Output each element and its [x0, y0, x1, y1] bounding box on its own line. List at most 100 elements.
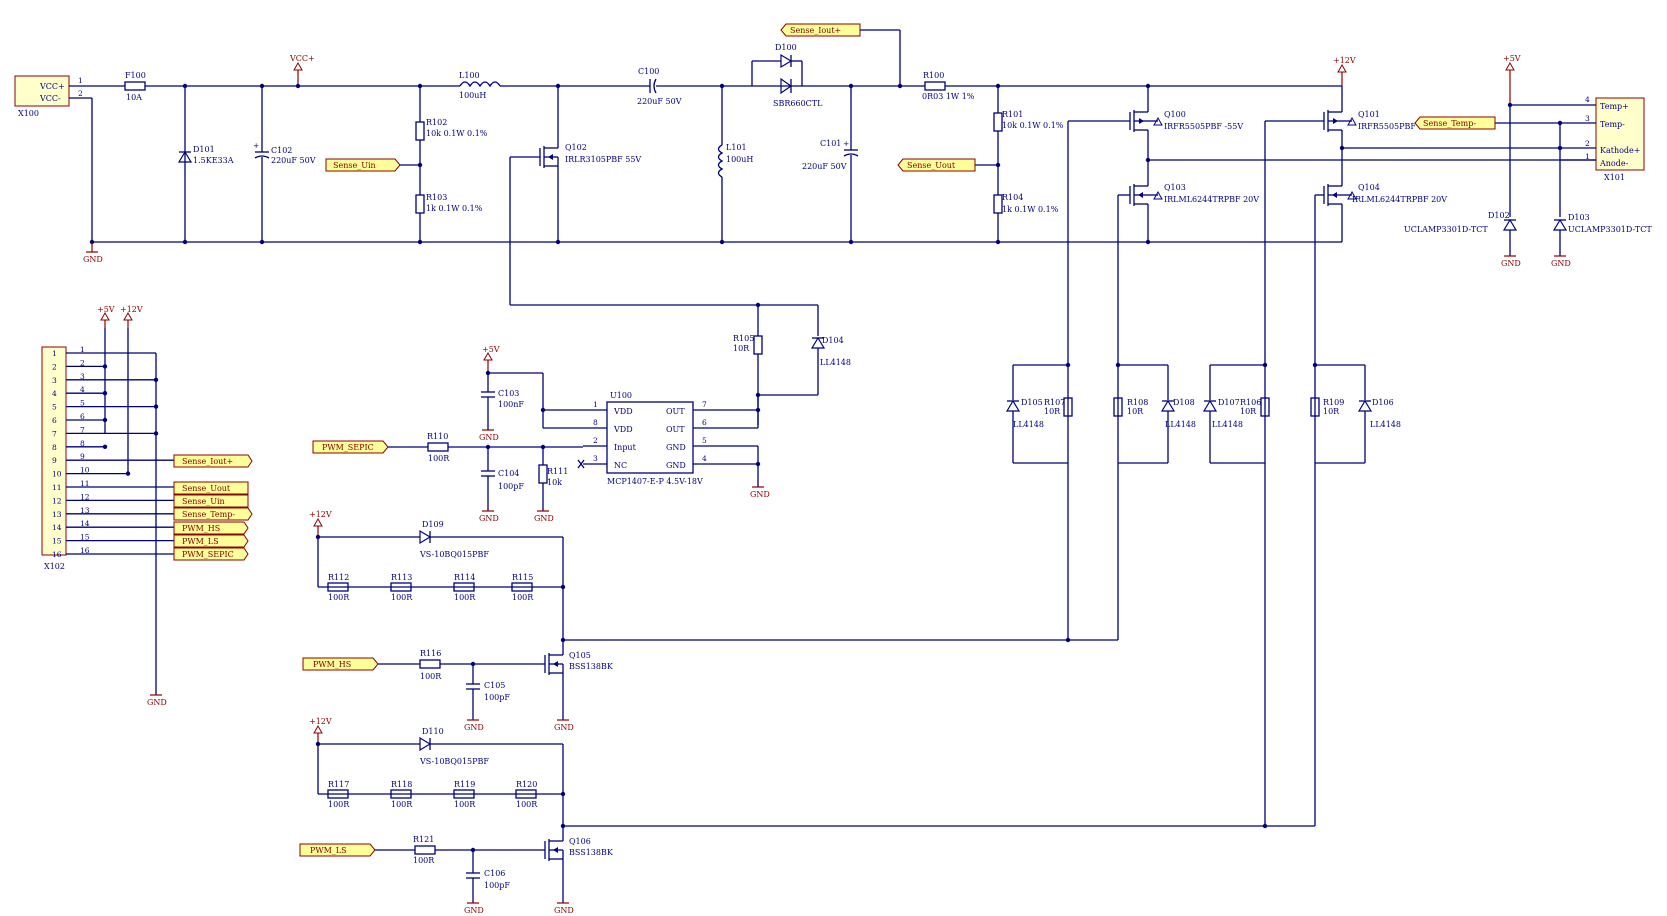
resistor-r109: R109 10R: [1310, 397, 1344, 417]
r114-ref: R114: [454, 573, 475, 582]
p12v-symbol-hs: +12V: [309, 510, 332, 537]
p12v-label-ls: +12V: [309, 717, 332, 726]
x102-pin-right-num: 15: [80, 533, 90, 542]
x102-pin-left-num: 8: [52, 443, 57, 452]
x102-pin-right-num: 6: [80, 412, 85, 421]
gnd-symbol-d103: GND: [1551, 255, 1571, 268]
resistor-r103: R103 1k 0.1W 0.1%: [415, 193, 483, 214]
x102-pin-left-num: 7: [52, 429, 57, 438]
r118-ref: R118: [391, 780, 412, 789]
x100-pin2-name: VCC-: [39, 94, 61, 103]
port-sense-uin: Sense_Uin: [325, 158, 401, 172]
q105-value: BSS138BK: [569, 662, 614, 671]
x100-pin1-num: 1: [78, 76, 83, 85]
port-pwm-ls: PWM_LS: [299, 843, 376, 857]
x102-pin-left-num: 2: [52, 362, 57, 371]
r100-ref: R100: [923, 71, 944, 80]
pwm-sepic-x102-text: PWM_SEPIC: [182, 550, 234, 559]
r102-value: 10k 0.1W 0.1%: [426, 129, 488, 138]
p12v-symbol-top: +12V: [1333, 56, 1356, 86]
x102-pin-left-num: 14: [52, 523, 62, 532]
d110-ref: D110: [422, 727, 444, 736]
c100-ref: C100: [638, 67, 659, 76]
resistor-r120: R120 100R: [515, 780, 538, 809]
r105-value: 10R: [733, 344, 750, 353]
gnd-label-q106: GND: [554, 906, 574, 915]
gnd-label-d102: GND: [1501, 259, 1521, 268]
d106-value: LL4148: [1370, 420, 1401, 429]
sense-uin-text: Sense_Uin: [333, 161, 376, 170]
x102-pin-left-num: 12: [52, 496, 62, 505]
gnd-symbol-q105: GND: [554, 719, 574, 732]
r115-ref: R115: [512, 573, 533, 582]
tvs-diode-d103: D103 UCLAMP3301D-TCT: [1552, 213, 1652, 234]
r104-ref: R104: [1002, 193, 1023, 202]
q104-ref: Q104: [1358, 183, 1380, 192]
svg-text:+: +: [253, 141, 259, 150]
resistor-r119: R119 100R: [453, 780, 476, 809]
u100-num-8: 8: [593, 418, 598, 427]
q105-ref: Q105: [569, 651, 591, 660]
q102-value: IRLR3105PBF 55V: [565, 155, 641, 164]
d105-ref: D105: [1021, 398, 1043, 407]
q101-ref: Q101: [1358, 110, 1380, 119]
d110-value: VS-10BQ015PBF: [419, 757, 489, 766]
x101-pin1-name: Anode-: [1599, 159, 1629, 168]
diode-d108: D108 LL4148: [1160, 398, 1196, 429]
r112-ref: R112: [328, 573, 349, 582]
r108-ref: R108: [1127, 398, 1148, 407]
diode-d107: D107 LL4148: [1202, 398, 1243, 429]
sense-temp-top-text: Sense_Temp-: [1423, 119, 1476, 128]
x102-junction-dot: [102, 444, 108, 449]
mosfet-q106: Q106 BSS138BK: [544, 837, 614, 903]
d102-ref: D102: [1488, 211, 1510, 220]
q103-value: IRLML6244TRPBF 20V: [1164, 195, 1259, 204]
capacitor-c100: C100 220uF 50V: [637, 67, 682, 106]
p12v-label-top: +12V: [1333, 56, 1356, 65]
gnd-label-c104: GND: [479, 514, 499, 523]
c100-value: 220uF 50V: [637, 97, 682, 106]
r108-value: 10R: [1127, 407, 1144, 416]
c105-value: 100pF: [484, 693, 510, 702]
x102-pin-right-num: 14: [80, 519, 90, 528]
d104-ref: D104: [822, 336, 844, 345]
u100-ref: U100: [610, 391, 632, 400]
port-sense-uout-x102: Sense_Uout: [173, 481, 249, 495]
p12v-symbol-x102: +12V: [120, 305, 143, 328]
r121-ref: R121: [413, 835, 434, 844]
gnd-symbol-c105: GND: [464, 719, 484, 732]
p5v-symbol-u100: +5V: [482, 345, 500, 373]
c103-ref: C103: [498, 389, 519, 398]
r103-ref: R103: [426, 193, 447, 202]
x102-pin-left-num: 10: [52, 470, 62, 479]
r118-value: 100R: [391, 800, 413, 809]
f100-ref: F100: [125, 71, 146, 80]
x102-pin-left-num: 4: [52, 389, 57, 398]
r106-ref: R106: [1240, 398, 1261, 407]
mosfet-q103: Q103 IRLML6244TRPBF 20V: [1129, 183, 1259, 206]
x101-pin3-name: Temp-: [1600, 120, 1625, 129]
x100-pin1-name: VCC+: [39, 82, 65, 91]
q100-value: IRFR5505PBF -55V: [1164, 122, 1243, 131]
x102-pin-right-num: 3: [80, 372, 85, 381]
resistor-r113: R113 100R: [390, 573, 413, 602]
r113-ref: R113: [391, 573, 412, 582]
x101-pin1-num: 1: [1585, 152, 1590, 161]
port-sense-temp-top: Sense_Temp-: [1414, 116, 1496, 130]
gnd-label-r111: GND: [534, 514, 554, 523]
x102-pin-right-num: 1: [80, 345, 85, 354]
sense-iout-top-text: Sense_Iout+: [790, 26, 841, 35]
resistor-r108: R108 10R: [1113, 397, 1148, 417]
r101-ref: R101: [1002, 110, 1023, 119]
gnd-symbol-c106: GND: [464, 902, 484, 915]
f100-value: 10A: [126, 93, 142, 102]
x102-pin-right-num: 5: [80, 399, 85, 408]
vcc-label: VCC+: [289, 54, 315, 63]
q103-ref: Q103: [1164, 183, 1186, 192]
u100-num-7: 7: [702, 400, 707, 409]
r110-ref: R110: [427, 432, 448, 441]
x101-pin4-name: Temp+: [1600, 102, 1629, 111]
x102-pin-left-num: 15: [52, 537, 62, 546]
d100-ref: D100: [775, 43, 797, 52]
r120-value: 100R: [516, 800, 538, 809]
